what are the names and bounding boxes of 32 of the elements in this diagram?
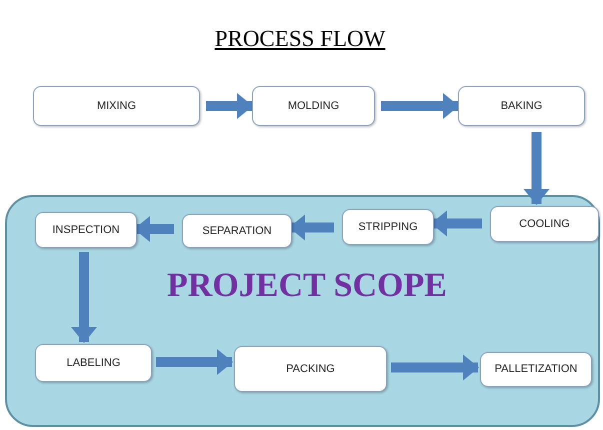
process-box	[342, 209, 434, 245]
diagram-title: PROCESS FLOW	[214, 25, 386, 53]
step-label: INSPECTION	[52, 222, 120, 238]
step-label: PACKING	[286, 362, 335, 377]
block-arrow	[431, 210, 482, 236]
step-label: MOLDING	[288, 98, 340, 114]
block-arrow	[156, 349, 233, 375]
process-box	[458, 86, 585, 126]
step-label: LABELING	[66, 356, 120, 371]
block-arrow	[206, 93, 253, 119]
process-box	[480, 352, 592, 387]
block-arrow	[71, 252, 97, 343]
scope-panel	[5, 195, 600, 427]
process-box	[33, 86, 200, 126]
panel-heading: PROJECT SCOPE	[166, 269, 448, 303]
step-label: MIXING	[96, 98, 136, 114]
block-arrow	[524, 132, 550, 205]
step-label: COOLING	[519, 216, 570, 232]
process-box	[182, 214, 292, 248]
block-arrow	[134, 216, 174, 242]
step-label: SEPARATION	[202, 224, 272, 239]
step-label: STRIPPING	[358, 220, 418, 235]
process-box	[35, 344, 152, 382]
process-box	[490, 206, 599, 242]
process-box	[234, 346, 387, 392]
process-box	[35, 212, 137, 248]
step-label: PALLETIZATION	[494, 362, 578, 378]
process-box	[252, 86, 375, 126]
block-arrow	[381, 93, 459, 119]
block-arrow	[391, 354, 479, 380]
step-label: BAKING	[500, 98, 542, 114]
block-arrow	[289, 214, 334, 240]
